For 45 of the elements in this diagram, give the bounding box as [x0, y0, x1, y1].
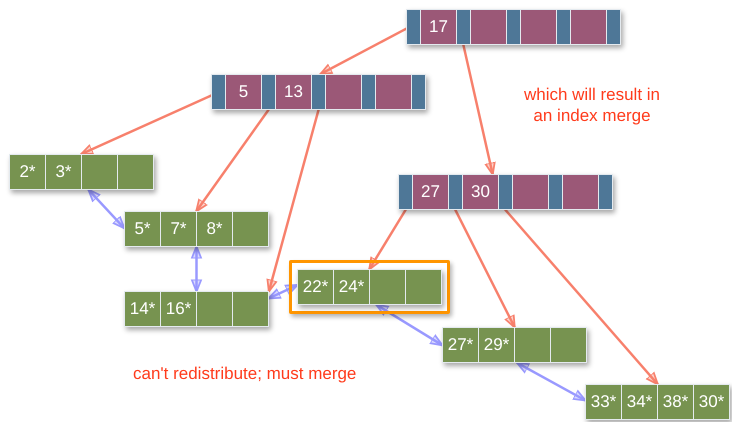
- leaf-entry-cell: 14*: [125, 292, 160, 326]
- leaf-node: [124, 291, 269, 327]
- index-key-cell: 30: [463, 175, 498, 209]
- arrow: [368, 208, 407, 270]
- index-key-cell: 27: [413, 175, 448, 209]
- arrow: [504, 208, 659, 386]
- leaf-entry-cell: 30*: [694, 385, 729, 419]
- annotation-note: which will result in an index merge: [522, 84, 662, 126]
- leaf-entry-cell: 5*: [125, 212, 160, 246]
- index-node: [398, 174, 613, 210]
- leaf-entry-cell: 29*: [479, 328, 514, 362]
- leaf-entry-cell: 34*: [622, 385, 657, 419]
- annotation-note: can't redistribute; must merge: [133, 363, 356, 385]
- index-node: [211, 74, 426, 110]
- index-key-cell: 5: [226, 75, 261, 109]
- leaf-entry-cell: 27*: [443, 328, 478, 362]
- index-node: [406, 9, 621, 45]
- leaf-entry-cell: 8*: [197, 212, 232, 246]
- double-arrow: [87, 188, 126, 230]
- arrow: [454, 208, 516, 328]
- leaf-node: [297, 269, 442, 305]
- double-arrow: [516, 362, 586, 402]
- arrow: [195, 108, 270, 212]
- double-arrow: [268, 284, 298, 300]
- double-arrow: [375, 304, 444, 346]
- leaf-entry-cell: 24*: [334, 270, 369, 304]
- leaf-entry-cell: 16*: [161, 292, 196, 326]
- leaf-entry-cell: 22*: [298, 270, 333, 304]
- arrow: [319, 28, 408, 76]
- arrow: [80, 94, 212, 156]
- leaf-node: [585, 384, 730, 420]
- leaf-node: [442, 327, 587, 363]
- leaf-node: [9, 154, 154, 190]
- index-key-cell: 13: [276, 75, 311, 109]
- arrow: [266, 108, 320, 292]
- leaf-entry-cell: 3*: [46, 155, 81, 189]
- leaf-node: [124, 211, 269, 247]
- highlight-frame: [289, 260, 450, 314]
- double-arrow: [190, 246, 202, 292]
- leaf-entry-cell: 2*: [10, 155, 45, 189]
- leaf-entry-cell: 38*: [658, 385, 693, 419]
- leaf-entry-cell: 7*: [161, 212, 196, 246]
- arrow: [462, 44, 496, 176]
- leaf-entry-cell: 33*: [586, 385, 621, 419]
- index-key-cell: 17: [421, 10, 456, 44]
